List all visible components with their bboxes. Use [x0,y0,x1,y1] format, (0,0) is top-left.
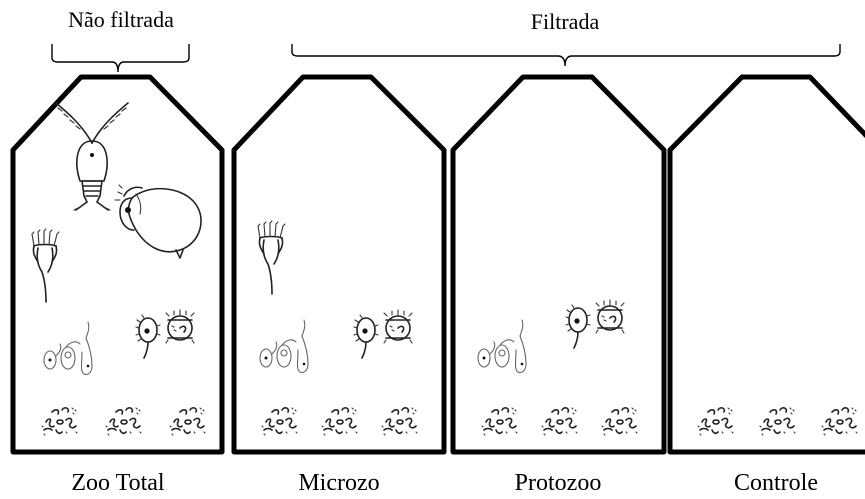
filtered-brace [291,44,841,67]
bottle-microzo [231,74,447,455]
bottle-controle [667,74,865,455]
unfiltered-brace [51,44,190,73]
bottle-protozoo [450,74,667,455]
filtered-label: Filtrada [531,9,600,34]
bottle-label-zoo-total: Zoo Total [71,470,165,496]
bottle-zoo-total [10,74,225,455]
unfiltered-group-header: Não filtrada [51,7,190,73]
bottle-label-protozoo: Protozoo [515,470,602,496]
unfiltered-label: Não filtrada [68,7,174,32]
bottle-label-controle: Controle [734,470,818,496]
filtered-group-header: Filtrada [291,9,841,67]
bottle-label-microzo: Microzo [298,470,379,496]
